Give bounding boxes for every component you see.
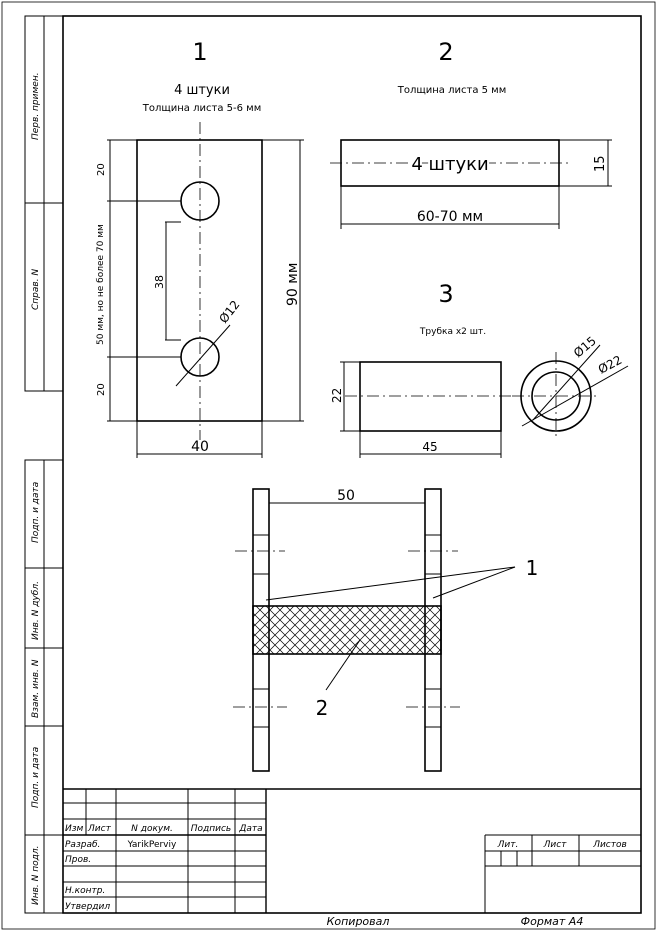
sheets-label: Листов: [592, 840, 627, 850]
part-3-dim-inner: Ø15: [571, 334, 599, 361]
footer-format: Формат A4: [521, 915, 584, 928]
developer-name: YarikPerviy: [127, 840, 177, 850]
side-label-2: Подп. и дата: [31, 482, 41, 543]
part-2: 2 Толщина листа 5 мм 4 штуки 15 60-70 мм: [330, 38, 612, 229]
side-label-0: Перв. примен.: [31, 72, 41, 140]
sheet-label: Лист: [543, 840, 568, 850]
title-block-text: Изм Лист N докум. Подпись Дата Разраб. П…: [65, 824, 627, 912]
side-label-4: Взам. инв. N: [31, 659, 41, 718]
header-list: Лист: [87, 824, 112, 834]
lit-label: Лит.: [497, 840, 519, 850]
header-izm: Изм: [65, 824, 84, 834]
assembly-leader-1: 1: [526, 556, 539, 580]
part-1-number: 1: [192, 38, 207, 66]
part-3-tube-side: [359, 361, 502, 432]
assembly-dim-width: 50: [337, 488, 355, 504]
part-1-thickness: Толщина листа 5-6 мм: [142, 103, 262, 114]
header-date: Дата: [238, 824, 262, 834]
row-nkontr: Н.контр.: [65, 886, 105, 896]
left-margin-stamp: [24, 15, 64, 914]
title-block: [63, 788, 641, 913]
part-1-qty: 4 штуки: [174, 83, 230, 98]
side-label-5: Подп. и дата: [31, 747, 41, 808]
part-1-dim-spacing: 38: [153, 275, 166, 289]
part-2-dim-length: 60-70 мм: [417, 209, 483, 225]
part-1-dim-width: 40: [191, 439, 209, 455]
footer-copied: Копировал: [327, 915, 390, 928]
part-1-dim-hole: Ø12: [216, 298, 242, 326]
part-3-dim-outer: Ø22: [596, 353, 624, 377]
part-2-number: 2: [438, 38, 453, 66]
assembly-tube: [252, 605, 442, 655]
row-prov: Пров.: [65, 855, 91, 865]
part-3-note: Трубка х2 шт.: [419, 327, 486, 337]
side-labels: Перв. примен. Справ. N Подп. и дата Инв.…: [31, 72, 41, 905]
part-2-qty: 4 штуки: [411, 154, 488, 175]
inner-frame: [62, 15, 642, 914]
part-3-number: 3: [438, 280, 453, 308]
assembly: 50 1 2: [233, 488, 539, 772]
header-doc: N докум.: [131, 824, 173, 834]
assembly-leader-2: 2: [316, 696, 329, 720]
row-razrab: Разраб.: [65, 840, 100, 850]
part-1-plate: [136, 139, 263, 422]
header-sign: Подпись: [191, 824, 231, 834]
part-1-dim-middle: 50 мм, но не более 70 мм: [96, 224, 106, 345]
part-1-dim-top: 20: [96, 163, 107, 176]
side-label-6: Инв. N подл.: [31, 846, 41, 905]
part-1-dim-height: 90 мм: [285, 263, 301, 306]
part-3-dim-diameter: 22: [330, 388, 344, 403]
part-3: 3 Трубка х2 шт. 22 45 Ø15 Ø22: [330, 280, 629, 458]
row-utverdil: Утвердил: [65, 902, 110, 912]
part-2-dim-height: 15: [593, 155, 608, 172]
part-2-thickness: Толщина листа 5 мм: [397, 85, 507, 96]
side-label-1: Справ. N: [31, 269, 41, 310]
part-1-dim-bottom: 20: [96, 383, 107, 396]
part-1: 1 4 штуки Толщина листа 5-6 мм 20 50 мм,…: [96, 38, 304, 458]
part-3-dim-length: 45: [422, 440, 437, 454]
side-label-3: Инв. N дубл.: [31, 581, 41, 640]
